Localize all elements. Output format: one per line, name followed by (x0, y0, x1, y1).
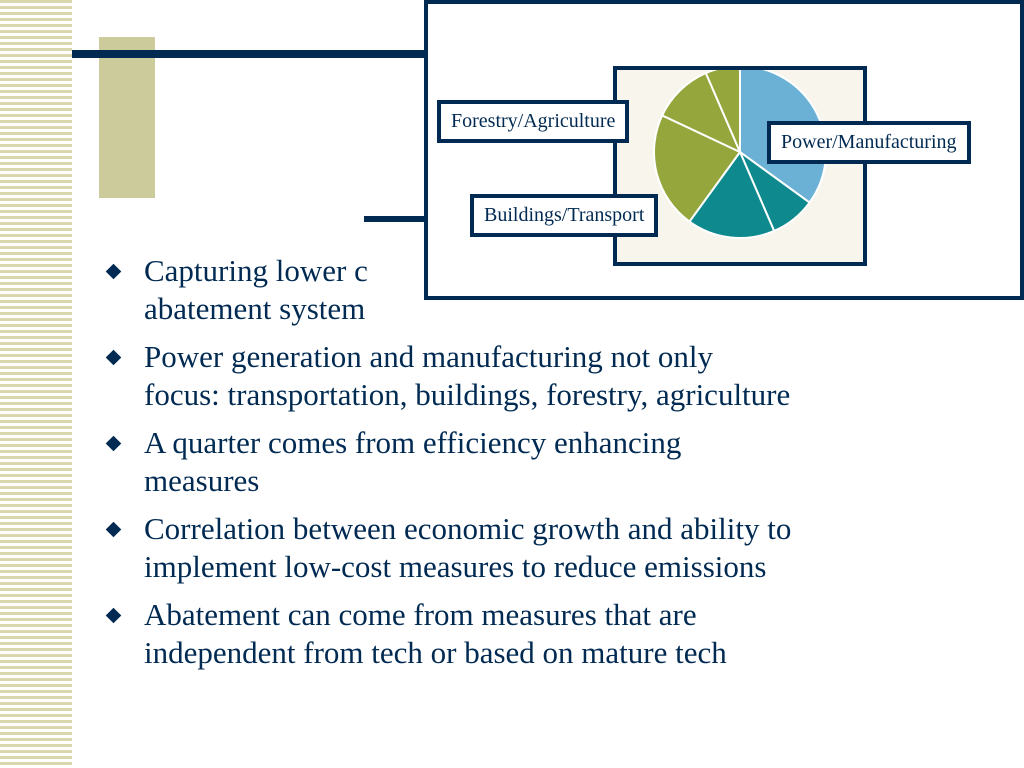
bullet-item: Correlation between economic growth and … (104, 510, 1004, 586)
title-decoration-block (99, 37, 155, 198)
bullet-item: A quarter comes from efficiency enhancin… (104, 424, 1004, 500)
label-power-manufacturing: Power/Manufacturing (767, 121, 971, 164)
bullet-item: Abatement can come from measures that ar… (104, 596, 1004, 672)
pie-slice-forestry-agriculture-4 (660, 71, 742, 155)
accent-line (364, 216, 434, 222)
bullet-text: Power generation and manufacturing not o… (144, 339, 791, 412)
bullet-text: Abatement can come from measures that ar… (144, 597, 727, 670)
chart-panel: Forestry/Agriculture Power/Manufacturing… (424, 0, 1024, 300)
bullet-text: A quarter comes from efficiency enhancin… (144, 425, 682, 498)
title-divider-line (72, 50, 432, 58)
pie-slice-forestry-agriculture-5 (704, 70, 741, 153)
label-buildings-transport: Buildings/Transport (470, 194, 659, 237)
diamond-bullet-icon (105, 607, 122, 624)
label-forestry-agriculture: Forestry/Agriculture (437, 100, 630, 143)
left-stripe-band (0, 0, 72, 768)
pie-chart-frame (613, 66, 867, 266)
bullet-item: Power generation and manufacturing not o… (104, 338, 1004, 414)
diamond-bullet-icon (105, 435, 122, 452)
diamond-bullet-icon (105, 521, 122, 538)
diamond-bullet-icon (105, 263, 122, 280)
diamond-bullet-icon (105, 349, 122, 366)
pie-slice-buildings-transport-2 (688, 149, 776, 239)
pie-chart (653, 70, 827, 239)
bullet-text: Correlation between economic growth and … (144, 511, 792, 584)
